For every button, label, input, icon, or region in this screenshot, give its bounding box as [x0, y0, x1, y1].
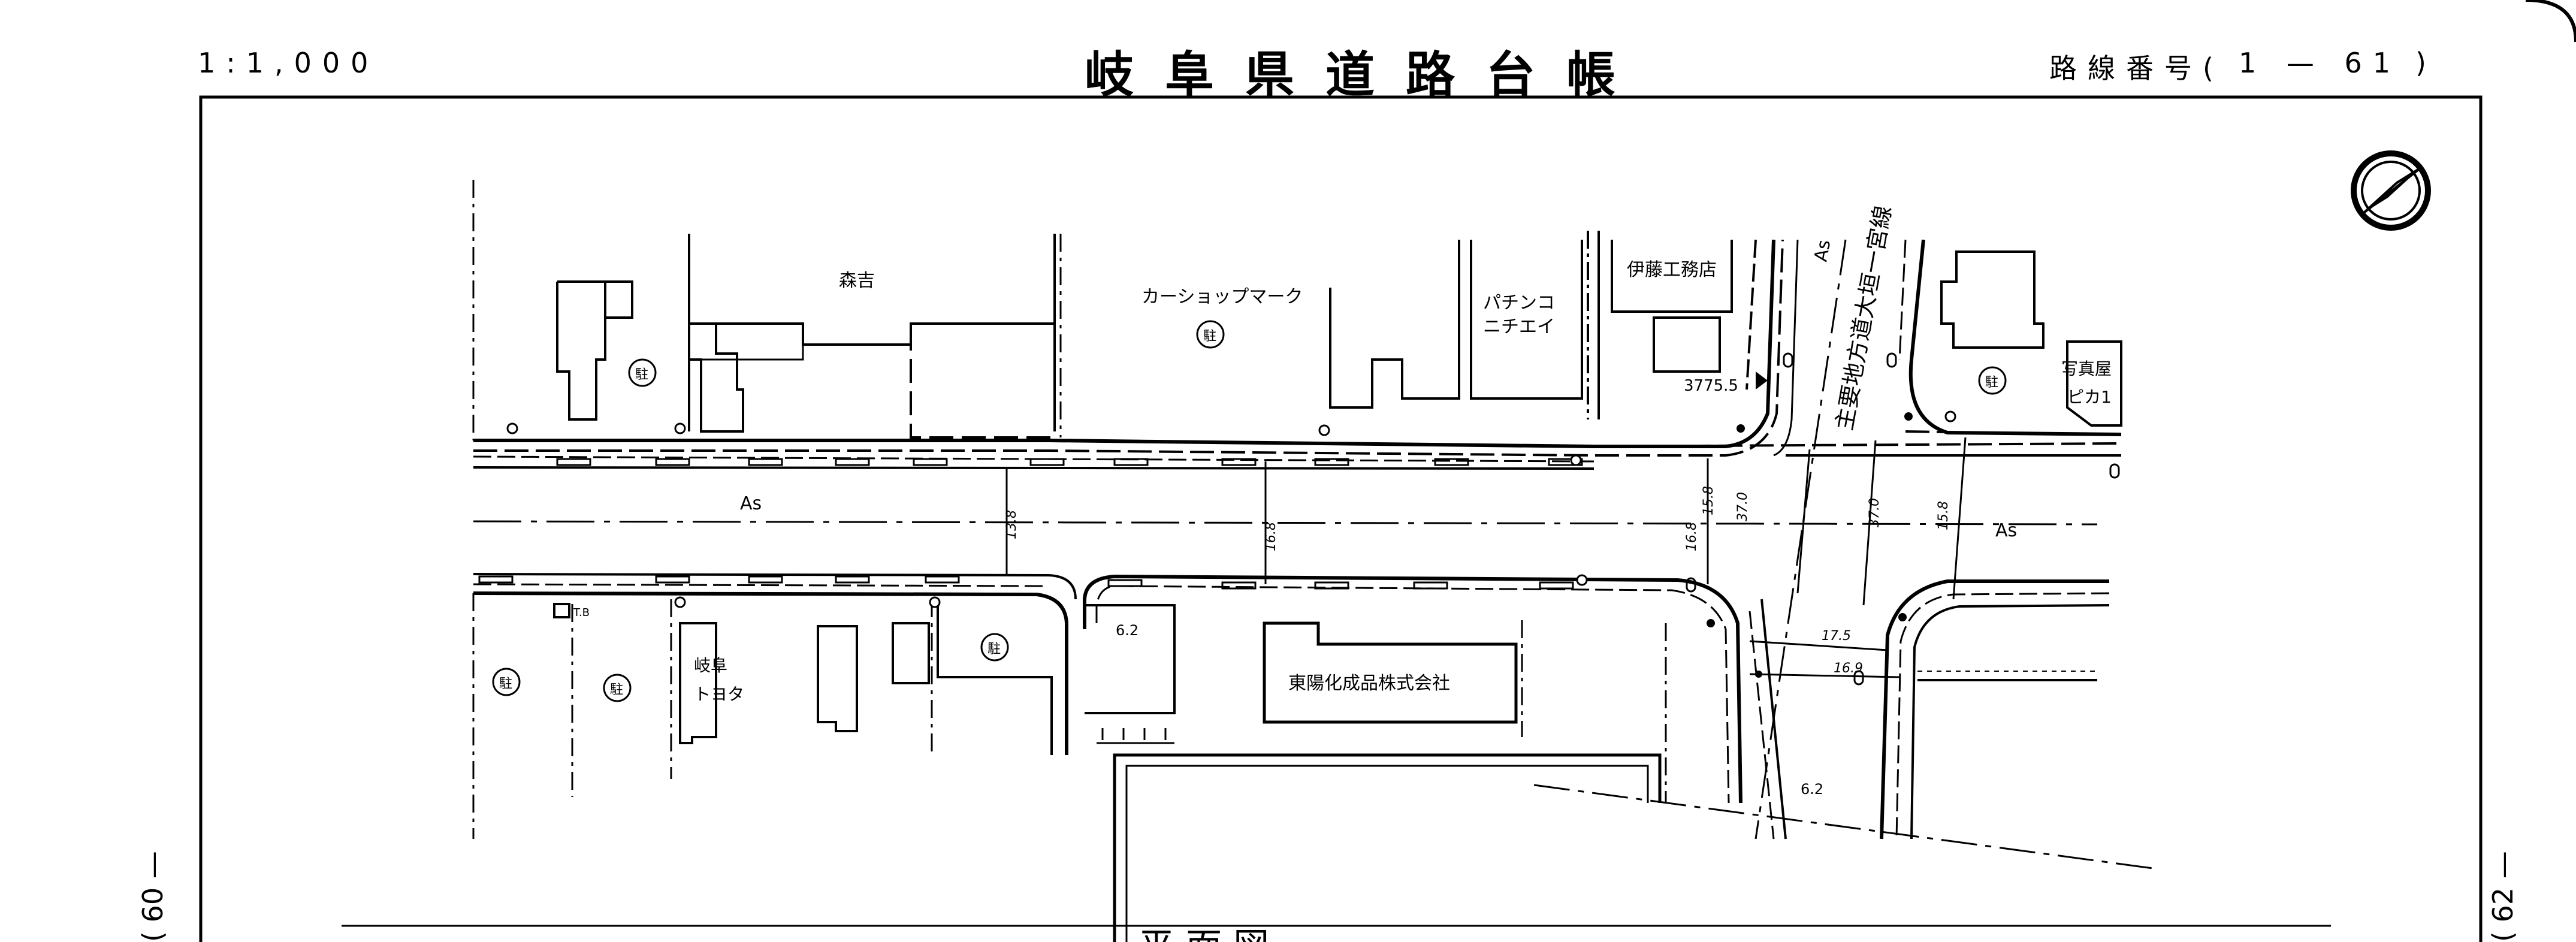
dim-15-8-b: 15.8: [1936, 501, 1951, 530]
page-title: 岐阜県道路台帳: [1085, 47, 1647, 104]
label-spot-6-2-a: 6.2: [1116, 622, 1138, 639]
dim-37-0-b: 37.0: [1867, 498, 1882, 527]
label-ito-koumuten: 伊藤工務店: [1627, 259, 1717, 280]
bottom-caption: 平 面 図: [1138, 926, 1269, 942]
label-tb: T.B: [573, 606, 590, 619]
main-road: [473, 239, 2158, 870]
parking-label: 駐: [610, 683, 623, 698]
manhole-icons: [1686, 352, 2120, 686]
label-morikichi: 森吉: [839, 270, 875, 291]
map-scale: 1:1,000: [198, 47, 379, 79]
parking-label: 駐: [1203, 329, 1216, 344]
north-arrow-icon: [2351, 150, 2431, 231]
label-pachinko-2: ニチエイ: [1483, 316, 1555, 337]
marker-dots: [1707, 372, 1913, 678]
parking-icons: [492, 320, 2007, 702]
parking-label: 駐: [987, 642, 1001, 657]
curb-blocks: [478, 458, 1583, 590]
label-elevation-point: 3775.5: [1684, 377, 1738, 395]
north-parcels: [472, 180, 2122, 440]
dimension-lines: [1005, 437, 1967, 678]
label-car-shop: カーショップマーク: [1141, 286, 1303, 307]
route-number-value: 1 — 61: [2238, 47, 2401, 79]
dim-16-9: 16.9: [1834, 661, 1863, 676]
label-gifu-toyota-2: トヨタ: [694, 684, 744, 704]
dim-13-8: 13.8: [1004, 510, 1019, 539]
parking-label: 駐: [1985, 375, 1998, 390]
south-parcels: [472, 593, 2097, 942]
label-main-road: 主要地方道大垣一宮線: [1831, 204, 1896, 433]
route-close: ): [2415, 47, 2437, 79]
dim-37-0-a: 37.0: [1735, 492, 1750, 521]
label-as-right: As: [1995, 520, 2017, 541]
label-photo-shop-2: ピカ1: [2067, 387, 2112, 407]
label-gifu-toyota-1: 岐阜: [694, 656, 727, 675]
parking-label: 駐: [635, 367, 648, 382]
route-number: 路線番号( 1 — 61 ): [2049, 47, 2437, 86]
label-pachinko-1: パチンコ: [1483, 292, 1555, 313]
dim-16-8-a: 16.8: [1264, 522, 1279, 551]
label-as-left: As: [740, 493, 762, 514]
label-spot-6-2-b: 6.2: [1801, 781, 1823, 798]
label-toyo-kasei: 東陽化成品株式会社: [1288, 673, 1450, 694]
dim-16-8-b: 16.8: [1684, 522, 1699, 551]
map-frame: [199, 95, 2483, 942]
label-as-top: As: [1810, 238, 1835, 264]
dim-17-5: 17.5: [1822, 629, 1851, 644]
label-photo-shop-1: 写真屋: [2061, 359, 2112, 379]
utility-pole-icons: [506, 410, 1956, 608]
dim-15-8-a: 15.8: [1701, 486, 1716, 515]
page-corner-mark: [2525, 0, 2576, 43]
parking-label: 駐: [499, 677, 512, 692]
route-label: 路線番号(: [2049, 52, 2224, 84]
